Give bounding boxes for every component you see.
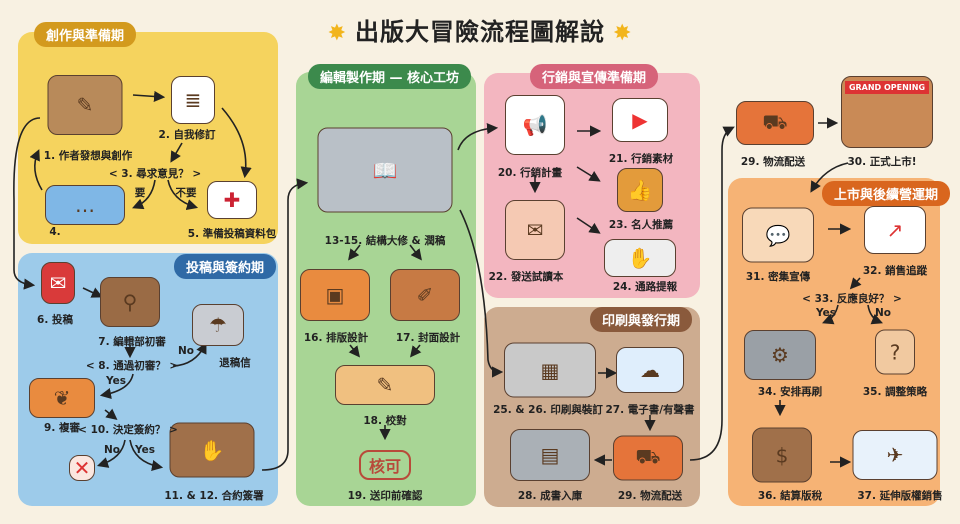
printing-press-icon: ⚙ (744, 330, 816, 380)
step-17-label: 17. 封面設計 (395, 332, 461, 344)
step-25-label: 25. & 26. 印刷與裝訂 (493, 404, 603, 416)
squirrel-painting-icon: ✐ (390, 269, 460, 321)
step-34-label: 34. 安排再刷 (757, 386, 823, 398)
phase-tab-launch: 上市與後續營運期 (822, 181, 951, 206)
bear-money-bag-icon: $ (752, 427, 812, 483)
step-10-no: No (103, 444, 121, 456)
step-33-no: No (874, 307, 892, 319)
reject-letter-label: 退稿信 (219, 357, 251, 369)
red-x-icon: ✕ (69, 455, 95, 481)
cats-handshake-icon: ✋ (604, 239, 676, 277)
phase-tab-editing: 編輯製作期 — 核心工坊 (308, 64, 472, 89)
phase-tab-printing: 印刷與發行期 (590, 307, 693, 332)
social-media-icon: ▶ (612, 98, 668, 142)
delivery-truck-icon: ⛟ (613, 435, 683, 481)
step-5-label: 5. 準備投稿資料包 (187, 228, 277, 240)
step-27-label: 27. 電子書/有聲書 (605, 404, 695, 416)
step-2-label: 2. 自我修訂 (158, 129, 216, 141)
printing-factory-icon: ▦ (504, 342, 596, 398)
manuscript-icon: ≣ (171, 76, 215, 124)
step-8-no: No (177, 345, 195, 357)
lion-thumbs-up-icon: 👍 (617, 168, 663, 212)
step-13-label: 13-15. 結構大修 & 潤稿 (324, 235, 446, 247)
step-10-decision: < 10. 決定簽約？ > (78, 424, 178, 436)
step-3-no: 不要 (175, 187, 197, 199)
step-11-label: 11. & 12. 合約簽署 (164, 490, 264, 502)
sales-chart-icon: ↗ (864, 206, 926, 254)
step-8-yes: Yes (105, 375, 127, 387)
step-19-label: 19. 送印前確認 (347, 490, 423, 502)
bookstore-icon: GRAND OPENING (841, 76, 933, 148)
step-9-label: 9. 複審 (44, 422, 80, 434)
step-23-label: 23. 名人推薦 (608, 219, 674, 231)
step-1-label: 1. 作者發想與創作 (43, 150, 133, 162)
thinking-person-icon: ? (875, 329, 915, 375)
rabbit-gift-icon: ✉ (505, 200, 565, 260)
star-icon: ✸ (327, 21, 347, 46)
factory-book-icon: 📖 (317, 127, 453, 213)
approval-stamp-icon: 核可 (359, 450, 411, 480)
step-37-label: 37. 延伸版權銷售 (857, 490, 943, 502)
page-title: ✸出版大冒險流程圖解說✸ (327, 18, 633, 46)
step-16-label: 16. 排版設計 (303, 332, 369, 344)
step-6-label: 6. 投稿 (37, 314, 73, 326)
warehouse-icon: ▤ (510, 429, 590, 481)
grand-opening-sign: GRAND OPENING (844, 81, 930, 94)
handshake-icon: ✋ (169, 422, 255, 478)
step-29-top-label: 29. 物流配送 (740, 156, 806, 168)
step-20-label: 20. 行銷計畫 (497, 167, 563, 179)
phase-tab-creation: 創作與準備期 (34, 22, 137, 47)
phase-tab-marketing: 行銷與宣傳準備期 (530, 64, 659, 89)
step-4-label: 4. (49, 226, 61, 238)
step-35-label: 35. 調整策略 (862, 386, 928, 398)
owl-magnifier-icon: ⚲ (100, 277, 160, 327)
rabbit-megaphone-icon: 📢 (505, 95, 565, 155)
step-32-label: 32. 銷售追蹤 (862, 265, 928, 277)
step-36-label: 36. 結算版稅 (757, 490, 823, 502)
step-10-yes: Yes (134, 444, 156, 456)
step-31-label: 31. 密集宣傳 (745, 271, 811, 283)
star-icon: ✸ (613, 21, 633, 46)
delivery-truck-icon: ⛟ (736, 101, 814, 145)
step-33-decision: < 33. 反應良好？ > (802, 293, 902, 305)
rain-cloud-letter-icon: ☂ (192, 304, 244, 346)
bear-writing-icon: ✎ (47, 75, 123, 135)
step-18-label: 18. 校對 (363, 415, 407, 427)
airplane-icon: ✈ (852, 430, 938, 480)
fox-owl-review-icon: ❦ (29, 378, 95, 418)
cloud-devices-icon: ☁ (616, 347, 684, 393)
step-7-label: 7. 編輯部初審 (98, 336, 166, 348)
step-28-label: 28. 成書入庫 (517, 490, 583, 502)
step-24-label: 24. 通路提報 (612, 281, 678, 293)
birds-discussing-icon: … (45, 185, 125, 225)
step-8-decision: < 8. 通過初審？ > (85, 360, 179, 372)
step-22-label: 22. 發送試讀本 (488, 271, 564, 283)
fox-computer-icon: ▣ (300, 269, 370, 321)
step-30-label: 30. 正式上市! (847, 156, 917, 168)
mailbox-icon: ✉ (41, 262, 75, 304)
gift-package-icon: ✚ (207, 181, 257, 219)
step-33-yes: Yes (815, 307, 837, 319)
people-chatting-icon: 💬 (742, 207, 814, 263)
step-21-label: 21. 行銷素材 (608, 153, 674, 165)
step-3-decision: < 3. 尋求意見？ > (108, 168, 202, 180)
phase-tab-submission: 投稿與簽約期 (174, 254, 277, 279)
step-29-label: 29. 物流配送 (617, 490, 683, 502)
step-3-yes: 要 (134, 187, 146, 199)
cats-proofreading-icon: ✎ (335, 365, 435, 405)
